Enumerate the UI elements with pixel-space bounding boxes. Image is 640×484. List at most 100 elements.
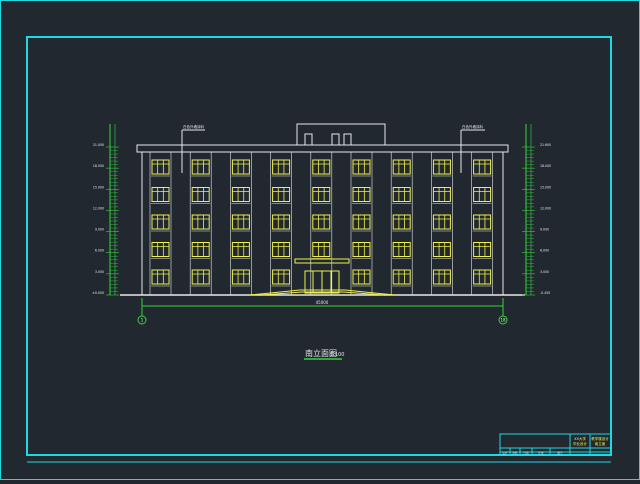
window-frame bbox=[151, 159, 170, 175]
window bbox=[432, 269, 452, 287]
axis-label-right: 18 bbox=[500, 318, 506, 323]
window-frame bbox=[151, 187, 170, 202]
level-label: 21.000 bbox=[93, 143, 104, 147]
window-frame bbox=[272, 214, 291, 230]
window bbox=[271, 269, 291, 287]
window bbox=[472, 214, 492, 232]
window-frame bbox=[151, 242, 170, 257]
window bbox=[151, 242, 170, 259]
level-label: 18.000 bbox=[93, 164, 104, 168]
window bbox=[191, 187, 211, 204]
window-grid bbox=[149, 152, 493, 295]
window-frame bbox=[191, 159, 210, 175]
window bbox=[432, 242, 452, 259]
window bbox=[392, 214, 412, 232]
window bbox=[311, 214, 331, 232]
window bbox=[472, 159, 492, 177]
window bbox=[231, 187, 251, 204]
level-label: 3.000 bbox=[540, 270, 549, 274]
tb-scale: 比例 bbox=[538, 451, 544, 455]
window-frame bbox=[231, 269, 250, 285]
sheet-inner-border bbox=[26, 36, 612, 456]
window-frame bbox=[432, 242, 451, 257]
window-frame bbox=[473, 159, 492, 175]
window bbox=[151, 214, 170, 232]
window bbox=[392, 269, 412, 287]
level-dimension-right: 21.60018.00015.00012.0009.0006.0003.000-… bbox=[522, 124, 551, 296]
window-frame bbox=[432, 159, 451, 175]
axis-label-left: 1 bbox=[141, 318, 144, 323]
window-frame bbox=[473, 269, 492, 285]
window-frame bbox=[231, 187, 250, 202]
window-frame bbox=[352, 159, 371, 175]
window bbox=[432, 159, 452, 177]
window bbox=[191, 214, 211, 232]
parapet-cornice bbox=[136, 144, 509, 153]
window-frame bbox=[432, 269, 451, 285]
window bbox=[231, 242, 251, 259]
window bbox=[311, 187, 331, 204]
window-frame bbox=[231, 242, 250, 257]
axis-bubble-left bbox=[137, 315, 147, 325]
window bbox=[352, 214, 371, 232]
window bbox=[352, 159, 371, 177]
level-label: 9.000 bbox=[95, 228, 104, 232]
entrance-canopy bbox=[294, 258, 350, 264]
level-label: 18.000 bbox=[540, 164, 551, 168]
level-dimension-left: 21.00018.00015.00012.0009.0006.0003.000±… bbox=[92, 124, 119, 296]
window bbox=[311, 242, 331, 259]
title-block: XX大学 教学楼设计 毕业设计 南立面 设计 审核 日期 比例 图号 bbox=[499, 433, 612, 456]
window bbox=[271, 214, 291, 232]
total-width-dim: 45000 bbox=[316, 300, 329, 305]
window bbox=[231, 269, 251, 287]
window-frame bbox=[392, 269, 411, 285]
window bbox=[271, 242, 291, 259]
tb-designer: 设计 bbox=[502, 451, 508, 455]
window-frame bbox=[312, 214, 331, 230]
entrance-steps-inner bbox=[261, 291, 384, 296]
window-frame bbox=[432, 214, 451, 230]
axis-bubble-right bbox=[498, 315, 508, 325]
window bbox=[191, 159, 211, 177]
roof-door-mid2 bbox=[343, 133, 352, 146]
window-frame bbox=[231, 159, 250, 175]
level-label: -0.450 bbox=[540, 291, 550, 295]
window-frame bbox=[312, 187, 331, 202]
window bbox=[352, 269, 371, 287]
window-frame bbox=[392, 187, 411, 202]
window-frame bbox=[191, 269, 210, 285]
level-label: 21.600 bbox=[540, 143, 551, 147]
tb-drawing-no: 图号 bbox=[557, 451, 563, 455]
level-label: 15.000 bbox=[540, 185, 551, 189]
window bbox=[392, 242, 412, 259]
note-right: 白色外墙涂料 bbox=[462, 124, 483, 129]
window-frame bbox=[191, 214, 210, 230]
window-frame bbox=[352, 242, 371, 257]
level-label: ±0.000 bbox=[92, 291, 104, 295]
drawing-scale: 1:100 bbox=[330, 352, 344, 358]
window-frame bbox=[432, 187, 451, 202]
window bbox=[432, 187, 452, 204]
window-frame bbox=[392, 159, 411, 175]
level-label: 12.000 bbox=[540, 206, 551, 210]
window-frame bbox=[272, 269, 291, 285]
window bbox=[271, 159, 291, 177]
roof-door-left bbox=[304, 133, 313, 146]
window-frame bbox=[191, 242, 210, 257]
window bbox=[191, 242, 211, 259]
window-frame bbox=[191, 187, 210, 202]
drawing-title: 南立面图 bbox=[305, 348, 337, 358]
window-frame bbox=[352, 214, 371, 230]
level-label: 12.000 bbox=[93, 206, 104, 210]
tb-school: XX大学 bbox=[574, 436, 586, 441]
window bbox=[151, 187, 170, 204]
window bbox=[472, 269, 492, 287]
window-frame bbox=[473, 242, 492, 257]
window bbox=[151, 159, 170, 177]
window bbox=[472, 187, 492, 204]
window-frame bbox=[151, 214, 170, 230]
window bbox=[231, 214, 251, 232]
